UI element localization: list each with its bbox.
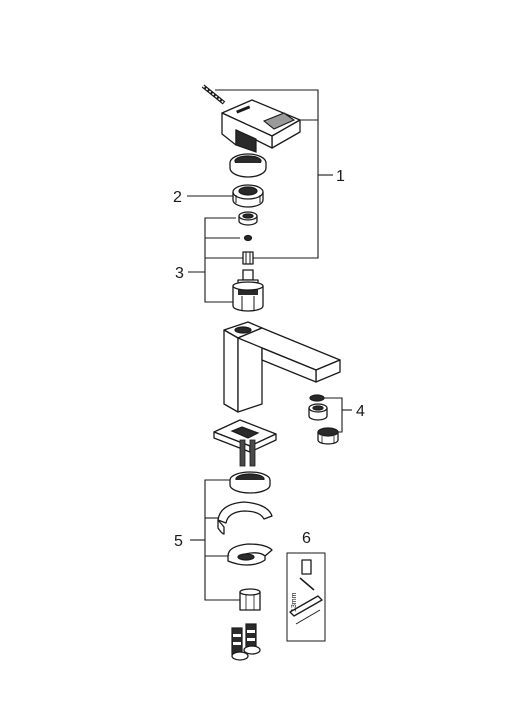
- mounting-gasket: [229, 471, 271, 494]
- small-washer: [243, 234, 253, 242]
- handle-screw: [201, 84, 226, 105]
- leader-3: [188, 217, 240, 303]
- hex-nut: [238, 211, 258, 226]
- callout-6: 6: [302, 530, 311, 547]
- spline-adapter: [242, 251, 254, 265]
- mounting-set: [217, 471, 273, 661]
- callout-5: 5: [174, 533, 183, 550]
- callout-3: 3: [175, 265, 184, 282]
- hose-connectors: [231, 623, 261, 661]
- cover-ring: [229, 153, 267, 178]
- cartridge-set: [232, 211, 264, 312]
- hex-tool: 13mm: [286, 552, 326, 642]
- aerator: [308, 394, 339, 445]
- callout-2: 2: [173, 189, 182, 206]
- handle-lever: [201, 84, 301, 153]
- cartridge: [232, 269, 264, 312]
- leader-5: [190, 479, 240, 601]
- mounting-nut: [239, 588, 261, 611]
- c-clip: [227, 543, 273, 566]
- faucet-body: [213, 321, 341, 467]
- supply-hoses: [239, 439, 256, 467]
- callout-4: 4: [356, 403, 365, 420]
- half-ring: [217, 501, 273, 535]
- callout-1: 1: [336, 168, 345, 185]
- tool-size-label: 13mm: [291, 592, 298, 612]
- cartridge-nut: [232, 184, 264, 208]
